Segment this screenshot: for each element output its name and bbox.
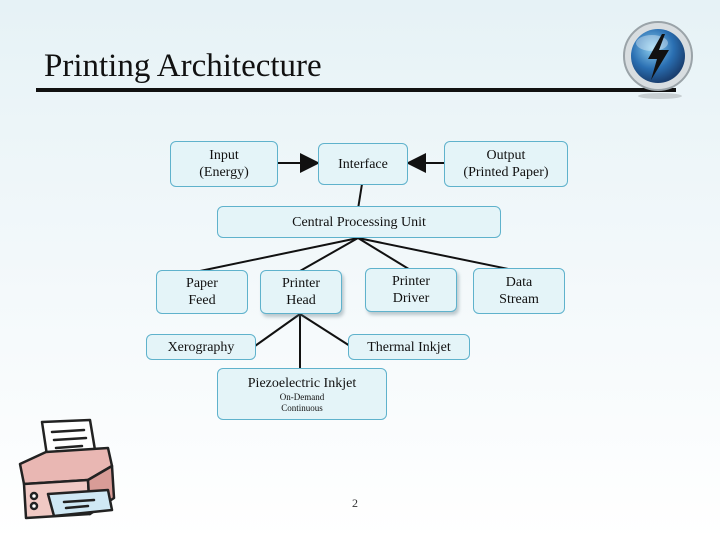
- node-output: Output (Printed Paper): [444, 141, 568, 187]
- node-xerography: Xerography: [146, 334, 256, 360]
- printer-clipart-icon: [18, 418, 116, 520]
- piezo-sub-continuous: Continuous: [281, 403, 323, 413]
- slide-title: Printing Architecture: [44, 48, 322, 84]
- node-interface: Interface: [318, 143, 408, 185]
- node-data-stream: Data Stream: [473, 268, 565, 314]
- piezo-sub-on-demand: On-Demand: [279, 392, 325, 402]
- node-thermal-inkjet: Thermal Inkjet: [348, 334, 470, 360]
- node-printer-driver: Printer Driver: [365, 268, 457, 312]
- node-printer-head: Printer Head: [260, 270, 342, 314]
- node-cpu: Central Processing Unit: [217, 206, 501, 238]
- title-underline: [36, 88, 676, 92]
- node-paper-feed: Paper Feed: [156, 270, 248, 314]
- piezo-title: Piezoelectric Inkjet: [247, 376, 357, 391]
- page-number: 2: [352, 496, 358, 510]
- node-piezoelectric-inkjet: Piezoelectric Inkjet On-Demand Continuou…: [217, 368, 387, 420]
- lightning-logo-icon: [623, 21, 693, 99]
- node-input: Input (Energy): [170, 141, 278, 187]
